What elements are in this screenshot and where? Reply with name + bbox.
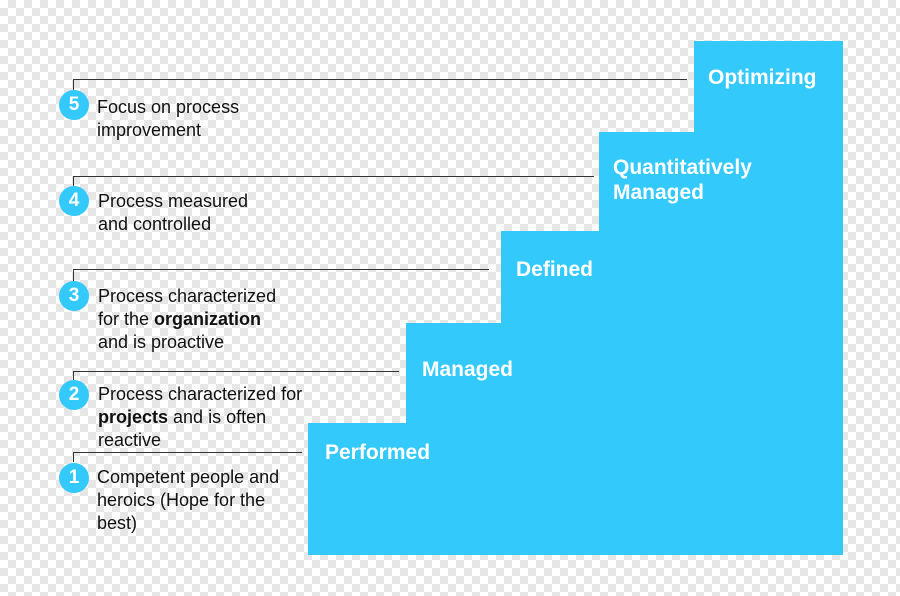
step-label-performed: Performed: [325, 441, 431, 464]
level-badge-1: 1: [59, 463, 89, 493]
connector-line-4: [73, 176, 594, 189]
description-line: for the organization: [98, 308, 276, 331]
level-description-2: Process characterized for projects and i…: [98, 383, 302, 452]
step-label-line: Managed: [613, 181, 705, 204]
description-line: reactive: [98, 430, 162, 450]
step-label-defined: Defined: [516, 258, 594, 281]
description-emphasis: projects: [98, 407, 169, 427]
connector-line-3: [73, 269, 489, 282]
description-line: and controlled: [98, 214, 212, 234]
description-line: heroics (Hope for the: [97, 490, 266, 510]
level-description-4: Process measured and controlled: [98, 190, 248, 236]
step-label-line: Quantitatively: [613, 156, 752, 179]
description-text: and is often: [168, 407, 267, 427]
connector-line-1: [73, 452, 302, 462]
connector-line-5: [73, 79, 687, 92]
level-badge-4: 4: [59, 186, 89, 216]
level-badge-2: 2: [59, 380, 89, 410]
description-emphasis: organization: [154, 309, 262, 329]
description-line: Process characterized for: [98, 384, 303, 404]
description-line: improvement: [97, 120, 202, 140]
step-label-managed: Managed: [422, 358, 514, 381]
level-badge-3: 3: [59, 281, 89, 311]
staircase-shape: [308, 41, 843, 555]
level-description-3: Process characterized for the organizati…: [98, 285, 276, 354]
step-label-quantitatively-managed: Quantitatively Managed: [613, 155, 752, 205]
description-line: and is proactive: [98, 332, 225, 352]
level-description-1: Competent people and heroics (Hope for t…: [97, 466, 279, 535]
description-line: best): [97, 513, 138, 533]
description-line: Process measured: [98, 191, 249, 211]
description-line: Competent people and: [97, 467, 280, 487]
description-text: for the: [98, 309, 155, 329]
level-badge-5: 5: [59, 90, 89, 120]
connector-line-2: [73, 371, 399, 382]
description-line: Process characterized: [98, 286, 277, 306]
step-label-optimizing: Optimizing: [708, 66, 817, 89]
level-description-5: Focus on process improvement: [97, 96, 239, 142]
description-line: Focus on process: [97, 97, 240, 117]
description-line: projects and is often: [98, 406, 302, 429]
